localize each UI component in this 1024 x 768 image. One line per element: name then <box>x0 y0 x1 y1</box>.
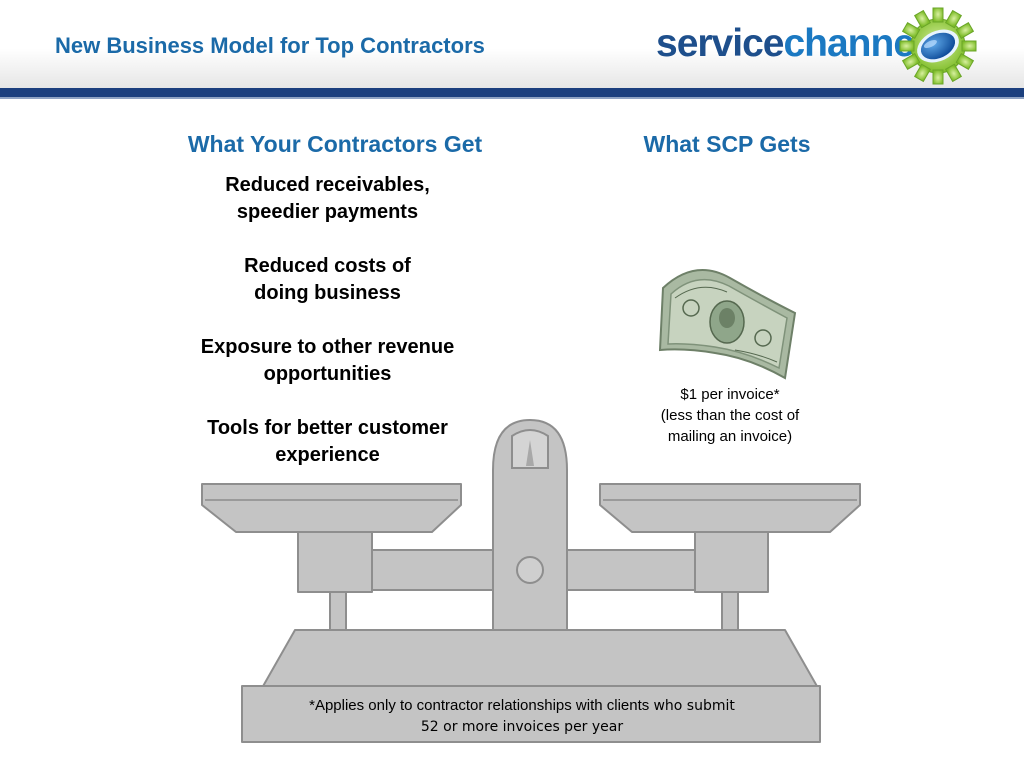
benefit-item: Exposure to other revenue opportunities <box>200 336 455 385</box>
gear-logo-icon <box>899 7 977 85</box>
left-pan-hanger <box>297 529 373 593</box>
right-scale-pan <box>599 483 861 533</box>
left-scale-pan <box>201 483 462 533</box>
contractor-benefits-list: Reduced receivables, speedier payments R… <box>175 172 480 496</box>
scp-column-heading: What SCP Gets <box>643 131 811 157</box>
benefit-item: Reduced receivables, speedier payments <box>225 174 430 223</box>
scale-pivot <box>516 556 544 584</box>
scale-base-top <box>261 629 819 689</box>
scale-pillar <box>492 419 568 633</box>
left-pan-leg <box>329 589 347 636</box>
dollar-bill-icon <box>658 269 797 380</box>
right-pan-leg <box>721 589 739 636</box>
benefit-item: Reduced costs of doing business <box>244 255 411 304</box>
benefit-item: Tools for better customer experience <box>207 417 448 466</box>
slide-header <box>0 0 1024 88</box>
footnote: *Applies only to contractor relationship… <box>309 697 735 735</box>
price-note: $1 per invoice* (less than the cost of m… <box>660 386 800 445</box>
right-pan-hanger <box>694 529 769 593</box>
scale-base-front <box>241 685 821 743</box>
scale-pointer <box>526 440 534 466</box>
logo-text-service: service <box>656 22 784 65</box>
contractors-column-heading: What Your Contractors Get <box>187 131 483 157</box>
slide-title: New Business Model for Top Contractors <box>55 33 485 58</box>
header-divider-bar <box>0 88 1024 99</box>
